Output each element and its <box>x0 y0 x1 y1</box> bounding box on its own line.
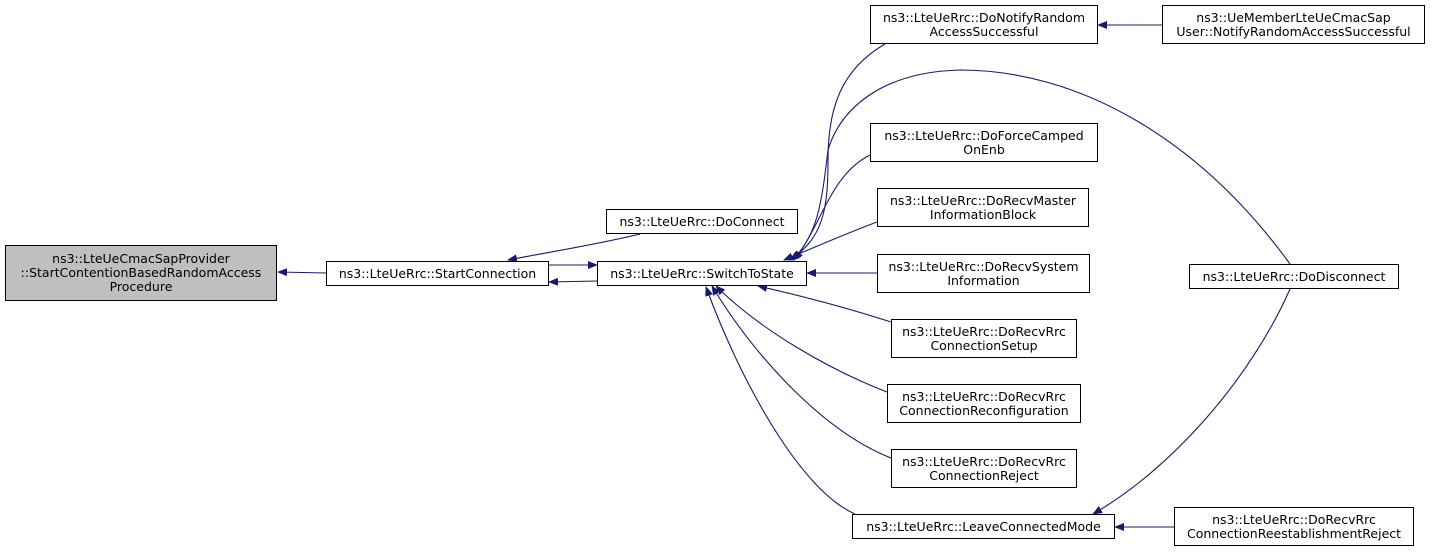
node-label-line: InformationBlock <box>929 206 1037 222</box>
edge-do-recv-master-to-switch-to-state <box>783 221 878 261</box>
node-label-line: AccessSuccessful <box>929 23 1039 39</box>
node-label-line: ns3::LteUeRrc::DoRecvRrc <box>902 323 1066 339</box>
edge-do-notify-to-switch-to-state <box>789 43 886 261</box>
node-start-contention-based-random-access-procedure: ns3::LteUeCmacSapProvider ::StartContent… <box>5 245 277 301</box>
node-label-line: Procedure <box>109 279 173 294</box>
node-label: ns3::LteUeRrc::SwitchToState <box>610 265 794 281</box>
node-ue-member-notify-random-access-successful[interactable]: ns3::UeMemberLteUeCmacSap User::NotifyRa… <box>1162 5 1425 44</box>
edge-leave-connected-to-switch-to-state <box>705 286 856 515</box>
node-start-connection[interactable]: ns3::LteUeRrc::StartConnection <box>326 261 549 286</box>
node-label: ns3::LteUeRrc::DoConnect <box>619 213 785 229</box>
node-do-recv-master-information-block[interactable]: ns3::LteUeRrc::DoRecvMaster InformationB… <box>877 188 1089 227</box>
edge-do-force-camped-to-switch-to-state <box>793 154 871 261</box>
node-label: ns3::LteUeRrc::DoDisconnect <box>1202 268 1386 284</box>
edge-start-connection-to-root <box>277 268 327 277</box>
node-label-line: ConnectionReject <box>929 467 1039 483</box>
node-label-line: ns3::LteUeRrc::DoRecvSystem <box>888 258 1079 274</box>
node-switch-to-state[interactable]: ns3::LteUeRrc::SwitchToState <box>597 261 807 286</box>
node-do-force-camped-on-enb[interactable]: ns3::LteUeRrc::DoForceCamped OnEnb <box>870 123 1098 162</box>
edge-do-disconnect-to-switch-to-state <box>791 69 1291 265</box>
node-label-line: User::NotifyRandomAccessSuccessful <box>1176 23 1411 39</box>
edge-conn-reconfig-to-switch-to-state <box>715 285 888 393</box>
edge-do-connect-to-start-connection <box>507 233 641 263</box>
node-label-line: ns3::LteUeRrc::DoRecvRrc <box>902 453 1066 469</box>
node-label-line: ns3::UeMemberLteUeCmacSap <box>1196 9 1391 25</box>
node-do-recv-rrc-connection-reject[interactable]: ns3::LteUeRrc::DoRecvRrc ConnectionRejec… <box>891 449 1077 488</box>
node-label-line: ConnectionSetup <box>930 337 1038 353</box>
node-do-recv-rrc-connection-reconfiguration[interactable]: ns3::LteUeRrc::DoRecvRrc ConnectionRecon… <box>887 384 1081 423</box>
edge-do-disconnect-to-leave-connected <box>1092 288 1291 515</box>
node-label-line: ns3::LteUeRrc::DoRecvRrc <box>902 388 1066 404</box>
node-label: ns3::LteUeRrc::LeaveConnectedMode <box>866 518 1101 534</box>
node-label-line: Information <box>947 272 1020 288</box>
node-label-line: ns3::LteUeRrc::DoRecvRrc <box>1212 511 1376 527</box>
node-do-recv-rrc-connection-reestablishment-reject[interactable]: ns3::LteUeRrc::DoRecvRrc ConnectionReest… <box>1174 507 1414 546</box>
node-do-recv-rrc-connection-setup[interactable]: ns3::LteUeRrc::DoRecvRrc ConnectionSetup <box>891 319 1077 358</box>
node-do-disconnect[interactable]: ns3::LteUeRrc::DoDisconnect <box>1189 264 1399 289</box>
node-label-line: ns3::LteUeRrc::DoForceCamped <box>884 127 1084 143</box>
node-label-line: ns3::LteUeRrc::DoNotifyRandom <box>882 9 1086 25</box>
edge-switch-to-state-to-start-connection <box>548 277 598 286</box>
node-do-recv-system-information[interactable]: ns3::LteUeRrc::DoRecvSystem Information <box>877 254 1090 293</box>
node-leave-connected-mode[interactable]: ns3::LteUeRrc::LeaveConnectedMode <box>852 514 1115 539</box>
node-label-line: ConnectionReestablishmentReject <box>1186 525 1402 541</box>
node-label-line: ConnectionReconfiguration <box>899 402 1069 418</box>
node-label: ns3::LteUeRrc::StartConnection <box>338 265 537 281</box>
node-label-line: OnEnb <box>963 141 1005 157</box>
node-label-line: ::StartContentionBasedRandomAccess <box>20 265 262 280</box>
edge-conn-reject-to-switch-to-state <box>711 285 892 459</box>
edge-conn-setup-to-switch-to-state <box>757 284 892 323</box>
node-do-notify-random-access-successful[interactable]: ns3::LteUeRrc::DoNotifyRandom AccessSucc… <box>870 5 1098 44</box>
node-do-connect[interactable]: ns3::LteUeRrc::DoConnect <box>606 209 798 234</box>
node-label-line: ns3::LteUeCmacSapProvider <box>52 251 230 266</box>
node-label-line: ns3::LteUeRrc::DoRecvMaster <box>889 192 1077 208</box>
